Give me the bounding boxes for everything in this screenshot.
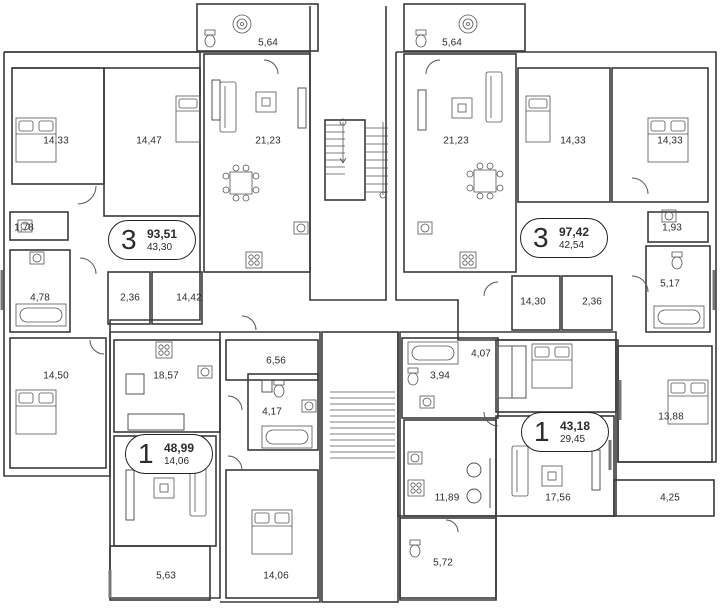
room-area-label: 21,23 (255, 135, 281, 147)
room-area-label: 14,47 (136, 135, 162, 147)
room-area-label: 1,78 (14, 222, 34, 234)
room-area-label: 6,56 (266, 355, 286, 367)
room-area-label: 14,42 (176, 292, 202, 304)
room-area-label: 3,94 (430, 370, 450, 382)
room-area-label: 17,56 (545, 492, 571, 504)
room-count: 1 (534, 416, 550, 447)
room-count: 3 (121, 224, 137, 255)
room-area-label: 14,33 (560, 135, 586, 147)
room-count: 3 (533, 222, 549, 253)
room-area-label: 2,36 (582, 296, 602, 308)
total-area: 97,42 (559, 225, 590, 239)
room-area-label: 4,78 (30, 292, 50, 304)
total-area: 93,51 (147, 227, 178, 241)
room-area-label: 5,64 (442, 37, 462, 49)
living-area: 14,06 (164, 456, 190, 467)
total-area: 43,18 (560, 419, 591, 433)
room-area-label: 5,17 (660, 278, 680, 290)
staircase-upper (325, 118, 388, 199)
room-area-label: 5,64 (258, 37, 278, 49)
room-area-label: 14,50 (43, 370, 69, 382)
walls (3, 3, 717, 603)
room-area-label: 14,33 (657, 135, 683, 147)
room-area-label: 21,23 (443, 135, 469, 147)
living-area: 29,45 (560, 434, 586, 445)
room-area-label: 14,33 (43, 135, 69, 147)
room-count: 1 (138, 438, 154, 469)
staircase-lower (330, 391, 395, 459)
room-area-label: 2,36 (120, 292, 140, 304)
room-area-label: 5,72 (433, 557, 453, 569)
room-area-label: 4,25 (660, 492, 680, 504)
room-area-label: 13,88 (658, 411, 684, 423)
room-area-label: 18,57 (153, 370, 179, 382)
room-area-label: 4,17 (262, 406, 282, 418)
total-area: 48,99 (164, 441, 195, 455)
furniture (15, 14, 709, 558)
room-area-label: 14,06 (263, 570, 289, 582)
windows (0, 270, 716, 598)
room-area-label: 14,30 (520, 296, 546, 308)
room-area-label: 4,07 (471, 348, 491, 360)
room-area-label: 1,93 (662, 222, 682, 234)
room-area-label: 5,63 (156, 570, 176, 582)
living-area: 43,30 (147, 242, 173, 253)
room-area-label: 11,89 (434, 492, 460, 504)
living-area: 42,54 (559, 240, 585, 251)
